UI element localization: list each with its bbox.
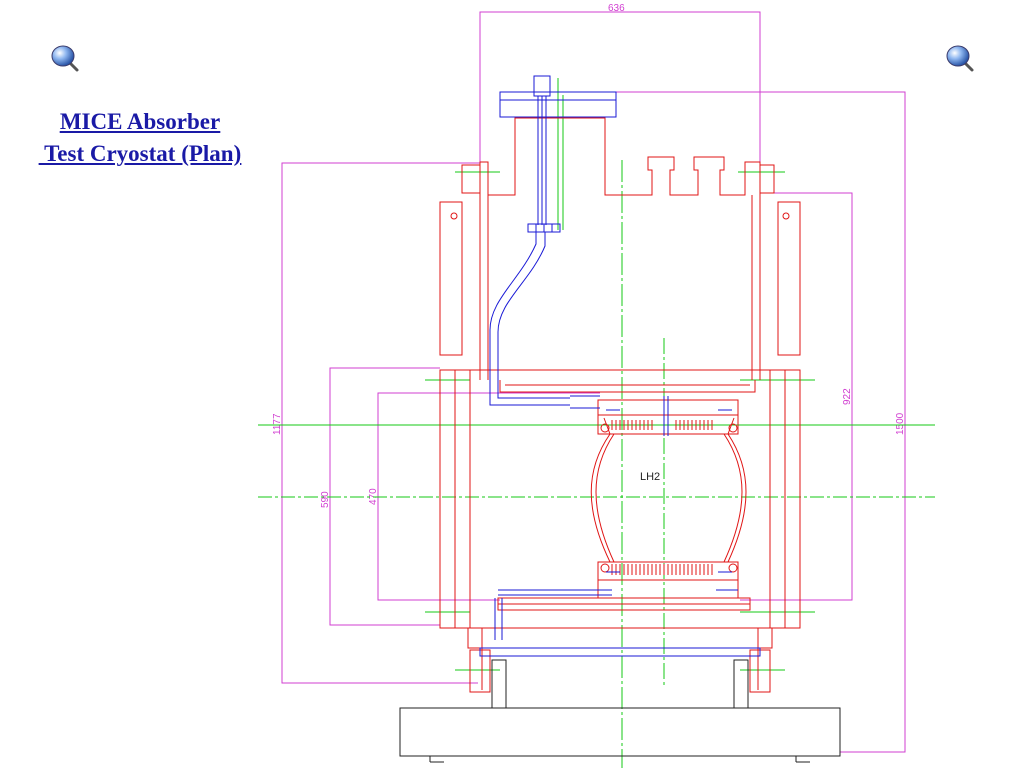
dimension-lines — [281, 11, 906, 753]
title-link-line2[interactable]: Test Cryostat (Plan) — [38, 141, 242, 166]
lh2-label: LH2 — [640, 471, 660, 483]
centre-lines — [258, 78, 935, 768]
dim-922: 922 — [842, 388, 853, 405]
dim-1500: 1500 — [895, 412, 906, 435]
pushpin-icon — [942, 40, 976, 74]
base-plate — [399, 659, 841, 763]
slide-title: MICE Absorber Test Cryostat (Plan) — [10, 106, 270, 170]
title-link-line1[interactable]: MICE Absorber — [59, 109, 221, 134]
dim-590: 590 — [320, 491, 331, 508]
dim-1177: 1177 — [272, 413, 283, 435]
piping — [479, 75, 761, 657]
dim-636: 636 — [608, 3, 625, 14]
dim-470: 470 — [368, 488, 379, 505]
pushpin-icon — [47, 40, 81, 74]
vessel-structure — [439, 117, 801, 693]
